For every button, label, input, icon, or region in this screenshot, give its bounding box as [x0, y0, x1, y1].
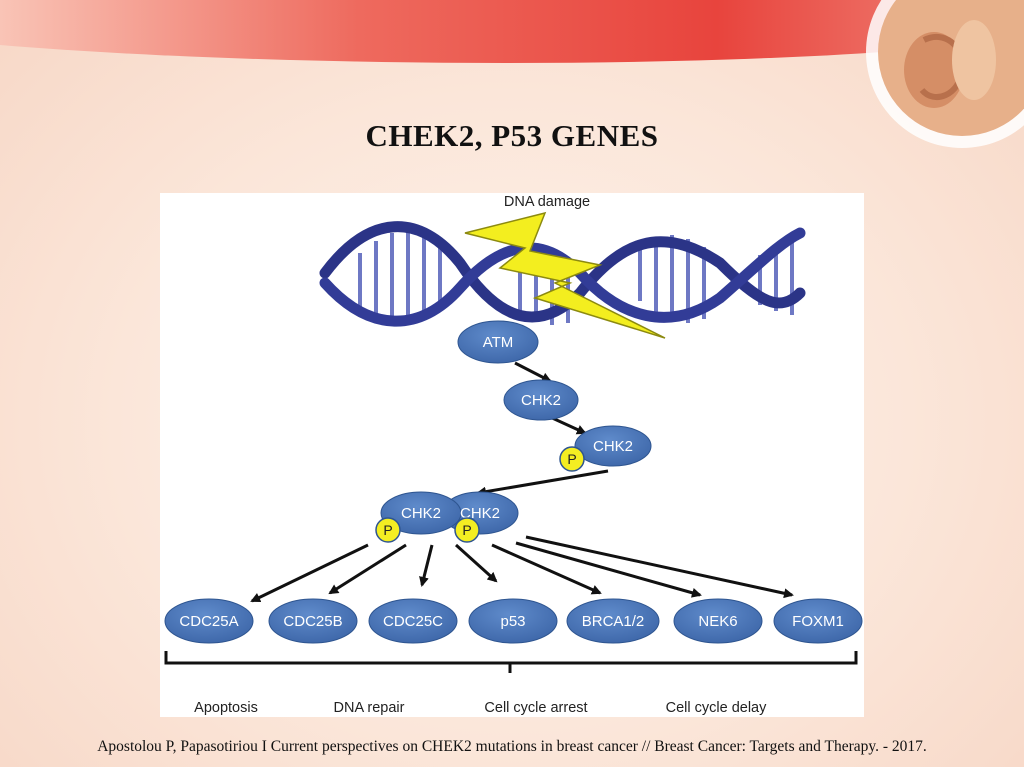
atm-node-label: ATM: [483, 334, 514, 351]
target-label: CDC25A: [179, 613, 238, 630]
target-arrows: [250, 535, 794, 603]
arrow-atm-chk2: [514, 361, 552, 383]
target-label: NEK6: [698, 613, 737, 630]
target-node: FOXM1: [773, 598, 863, 644]
target-node: BRCA1/2: [566, 598, 660, 644]
phospho-chk2-label: CHK2: [593, 438, 633, 455]
chk2-dimer-node: CHK2 CHK2 P P: [375, 491, 519, 543]
target-node: CDC25A: [164, 598, 254, 644]
phospho-badge-2: P: [383, 522, 392, 538]
target-label: p53: [500, 613, 525, 630]
atm-node: ATM: [457, 320, 539, 364]
target-node: NEK6: [673, 598, 763, 644]
chk2-node-label: CHK2: [521, 392, 561, 409]
corner-photo: [866, 0, 1024, 148]
dna-damage-label: DNA damage: [504, 194, 590, 210]
target-label: CDC25C: [383, 613, 443, 630]
dimer-left-label: CHK2: [401, 505, 441, 522]
lightning-bolt-icon: [464, 211, 666, 339]
outcome-label: Apoptosis: [194, 700, 258, 716]
phospho-badge-1: P: [567, 451, 576, 467]
target-label: BRCA1/2: [582, 613, 645, 630]
target-label: CDC25B: [283, 613, 342, 630]
header-band: [0, 0, 1024, 63]
phospho-chk2-node: CHK2 P: [559, 425, 652, 472]
outcome-label: DNA repair: [334, 700, 405, 716]
target-node: CDC25B: [268, 598, 358, 644]
slide-title: CHEK2, P53 GENES: [365, 118, 659, 153]
target-label: FOXM1: [792, 613, 844, 630]
target-node: CDC25C: [368, 598, 458, 644]
chk2-node: CHK2: [503, 379, 579, 421]
target-node: p53: [468, 598, 558, 644]
citation-text: Apostolou P, Papasotiriou I Current pers…: [97, 738, 927, 755]
pathway-diagram: DNA damage: [160, 193, 864, 717]
outcome-label: Cell cycle delay: [666, 700, 767, 716]
phospho-badge-3: P: [462, 522, 471, 538]
outcome-label: Cell cycle arrest: [484, 700, 587, 716]
arrow-pchk2-dimer: [476, 469, 609, 497]
outcome-brace: [164, 651, 858, 673]
arrow-chk2-pchk2: [549, 415, 587, 435]
